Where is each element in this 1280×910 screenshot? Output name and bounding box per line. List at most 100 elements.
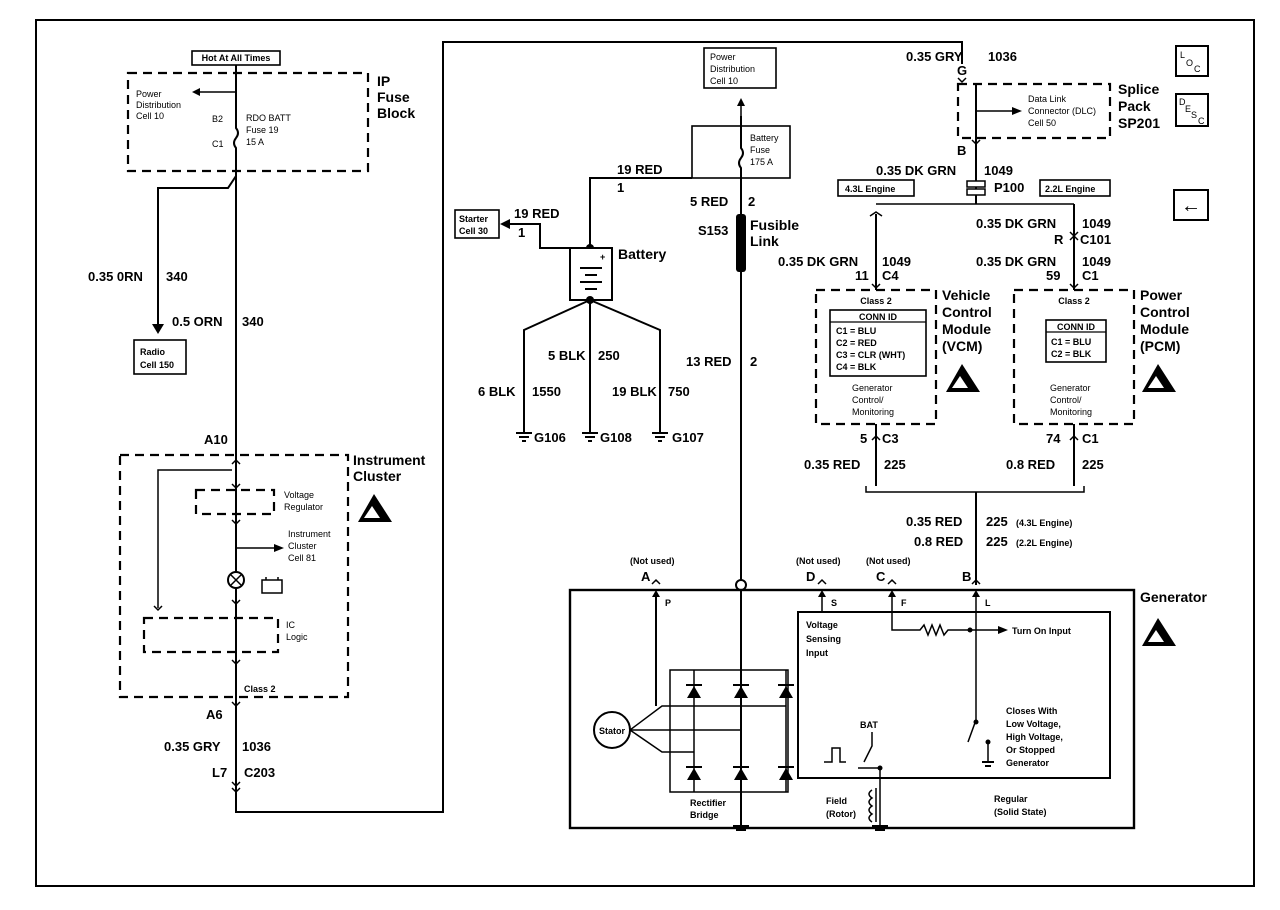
- ic-logic-2: Logic: [286, 632, 308, 642]
- battery-fuse-area: Power Distribution Cell 10 Battery Fuse …: [691, 47, 791, 591]
- pin-s: S: [831, 598, 837, 608]
- red19-starter-pin: 1: [518, 225, 525, 240]
- red5-size: 5 RED: [690, 194, 728, 209]
- blk5-size: 5 BLK: [548, 348, 586, 363]
- dlc-dkgrn-circuit: 1049: [984, 163, 1013, 178]
- vcm-conn-3: C3 = CLR (WHT): [836, 350, 905, 360]
- pcm-title-1: Power: [1140, 287, 1183, 303]
- field-2: (Rotor): [826, 809, 856, 819]
- terminal-c: C: [876, 569, 886, 584]
- starter-2: Cell 30: [459, 226, 488, 236]
- cluster-title-1: Instrument: [353, 452, 426, 468]
- feed-line2-note: (2.2L Engine): [1016, 538, 1072, 548]
- gry-circuit-left: 1036: [242, 739, 271, 754]
- closes-1: Closes With: [1006, 706, 1057, 716]
- vcm-class2: Class 2: [860, 296, 892, 306]
- closes-3: High Voltage,: [1006, 732, 1063, 742]
- pcm-conn-bottom: C1: [1082, 431, 1099, 446]
- pcm-pin-top: 59: [1046, 268, 1060, 283]
- pcm-dkgrn1-size: 0.35 DK GRN: [976, 216, 1056, 231]
- pcm-pin-r: R: [1054, 232, 1064, 247]
- closes-5: Generator: [1006, 758, 1050, 768]
- desc-letter-c: C: [1198, 116, 1205, 126]
- red19-top-size: 19 RED: [617, 162, 663, 177]
- battery-area: 19 RED 1 Starter Cell 30 19 RED 1 + Batt…: [454, 162, 799, 445]
- pin-a10: A10: [204, 432, 228, 447]
- cluster-ref-2: Cluster: [288, 541, 317, 551]
- loc-letter-c: C: [1194, 64, 1201, 74]
- vsense-2: Sensing: [806, 634, 841, 644]
- pin-b-dlc: B: [957, 143, 966, 158]
- voltage-regulator-2: Regulator: [284, 502, 323, 512]
- dlc-1: Data Link: [1028, 94, 1067, 104]
- battery-warning-icon: [261, 577, 283, 594]
- orn-main-size: 0.5 ORN: [172, 314, 223, 329]
- pcm-class2: Class 2: [1058, 296, 1090, 306]
- bat-label: BAT: [860, 720, 878, 730]
- dlc-dkgrn-size: 0.35 DK GRN: [876, 163, 956, 178]
- fusible-link-2: Link: [750, 233, 779, 249]
- battery-label: Battery: [618, 246, 666, 262]
- ground-g106-icon: [516, 432, 532, 442]
- generator: Generator (Not used) (Not used) (Not use…: [568, 556, 1207, 831]
- dlc-gry-size: 0.35 GRY: [906, 49, 963, 64]
- pcm-esd-icon: [1142, 364, 1176, 392]
- desc-letter-e: E: [1185, 104, 1191, 114]
- terminal-a: A: [641, 569, 651, 584]
- connector-c203: C203: [244, 765, 275, 780]
- red19-starter-size: 19 RED: [514, 206, 560, 221]
- vcm-red-circuit: 225: [884, 457, 906, 472]
- regulator-2: (Solid State): [994, 807, 1047, 817]
- fusible-link: [736, 214, 746, 272]
- dlc-gry-circuit: 1036: [988, 49, 1017, 64]
- field-coil-icon: [868, 789, 874, 823]
- blk6-circuit: 1550: [532, 384, 561, 399]
- splice-s153: S153: [698, 223, 728, 238]
- ip-power-dist-1: Power: [136, 89, 162, 99]
- back-button[interactable]: ←: [1173, 189, 1209, 221]
- pcm-dkgrn1-circuit: 1049: [1082, 216, 1111, 231]
- vcm-pin-bottom: 5: [860, 431, 867, 446]
- voltage-regulator-1: Voltage: [284, 490, 314, 500]
- pcm-title-2: Control: [1140, 304, 1190, 320]
- regulator-1: Regular: [994, 794, 1028, 804]
- rdo-batt-fuse: [233, 73, 239, 171]
- closes-4: Or Stopped: [1006, 745, 1055, 755]
- pcm-dkgrn2-size: 0.35 DK GRN: [976, 254, 1056, 269]
- feed-line1-circuit: 225: [986, 514, 1008, 529]
- pin-a6: A6: [206, 707, 223, 722]
- pin-c1: C1: [212, 139, 224, 149]
- ground-g108-icon: [582, 432, 598, 442]
- description-button[interactable]: D E S C: [1175, 93, 1209, 127]
- pcm-pin-bottom: 74: [1046, 431, 1061, 446]
- pin-l: L: [985, 598, 991, 608]
- vcm-func-2: Control/: [852, 395, 884, 405]
- top-power-dist-2: Distribution: [710, 64, 755, 74]
- vcm-title-2: Control: [942, 304, 992, 320]
- vsense-1: Voltage: [806, 620, 838, 630]
- field-1: Field: [826, 796, 847, 806]
- feed-line2-size: 0.8 RED: [914, 534, 963, 549]
- rectifier-2: Bridge: [690, 810, 719, 820]
- vcm-conn-bottom: C3: [882, 431, 899, 446]
- orn-radio-size: 0.35 0RN: [88, 269, 143, 284]
- red19-top-pin: 1: [617, 180, 624, 195]
- blk6-size: 6 BLK: [478, 384, 516, 399]
- dlc-3: Cell 50: [1028, 118, 1056, 128]
- pcm: 0.35 DK GRN 1049 R C101 0.35 DK GRN 1049…: [976, 216, 1190, 486]
- pcm-dkgrn2-circuit: 1049: [1082, 254, 1111, 269]
- orn-wires: 0.35 0RN 340 0.5 ORN 340 Radio Cell 150: [88, 171, 264, 450]
- red13-size: 13 RED: [686, 354, 732, 369]
- vcm-esd-icon: [946, 364, 980, 392]
- vcm-pin-top: 11: [855, 268, 869, 283]
- vcm-conn-2: C2 = RED: [836, 338, 877, 348]
- location-button[interactable]: L O C: [1175, 45, 1209, 77]
- splice-pack-2: Pack: [1118, 98, 1151, 114]
- page-border: [35, 19, 1255, 887]
- cluster-title-2: Cluster: [353, 468, 402, 484]
- pcm-conn-id: CONN ID: [1057, 322, 1096, 332]
- pin-p: P: [665, 598, 671, 608]
- desc-letter-s: S: [1191, 110, 1197, 120]
- feed-line1-note: (4.3L Engine): [1016, 518, 1072, 528]
- vcm-func-3: Monitoring: [852, 407, 894, 417]
